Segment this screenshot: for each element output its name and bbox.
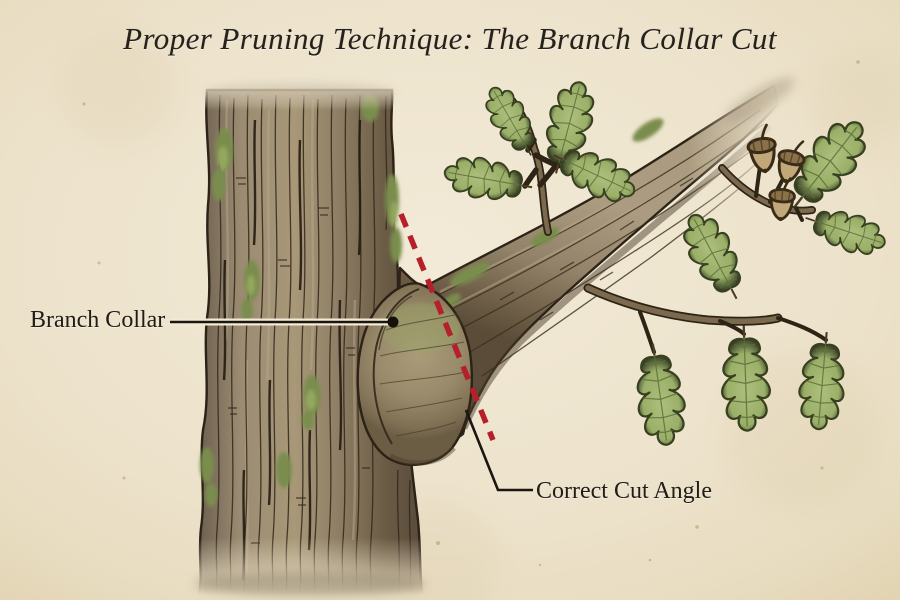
acorn-twig [672,108,892,310]
branch-tip-fade [725,77,795,123]
cut-angle-leader [464,409,533,492]
branch-collar-label: Branch Collar [30,307,166,333]
branch-collar-leader [170,316,399,328]
tree-trunk [197,88,424,596]
correct-cut-angle-label: Correct Cut Angle [536,478,712,504]
leader-dot [387,316,399,328]
upper-leaf-twig [440,75,644,236]
branch-collar [356,282,473,466]
cut-line [398,212,496,442]
hanging-leaf-twig [583,283,850,450]
trunk-moss [200,94,402,507]
trunk-base-shadow [195,572,425,596]
diagram-title: Proper Pruning Technique: The Branch Col… [123,21,777,56]
